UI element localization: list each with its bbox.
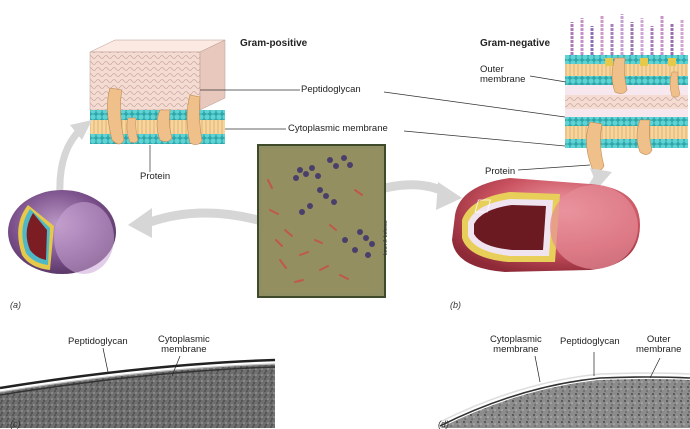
peptidoglycan-label: Peptidoglycan (301, 85, 361, 95)
outer-membrane-line2: membrane (480, 74, 525, 85)
tem-right-peptidoglycan-label: Peptidoglycan (560, 337, 620, 347)
protein-shape (157, 110, 172, 142)
gram-negative-wall-block (565, 14, 688, 171)
tem-left-cyto-label: Cytoplasmic membrane (158, 335, 210, 356)
protein-label-right: Protein (485, 167, 515, 177)
tem-right-cyto-label: Cytoplasmic membrane (490, 335, 542, 356)
photo-credit: Leon J. Lebeau (383, 221, 389, 255)
tem-right-outer-line2: membrane (636, 344, 681, 355)
lipopolysaccharide-chains (572, 14, 682, 55)
gram-positive-wall-block (90, 40, 225, 145)
cytoplasmic-membrane-label: Cytoplasmic membrane (288, 124, 388, 134)
gram-negative-title: Gram-negative (480, 38, 550, 49)
tem-right-cyto-line2: membrane (493, 344, 538, 355)
tem-right-outer-label: Outer membrane (636, 335, 681, 356)
tem-left-cyto-line2: membrane (161, 344, 206, 355)
stained-micrograph (258, 145, 385, 297)
arrow-up-left (60, 128, 82, 195)
gram-positive-cell (1, 190, 116, 274)
arrow-left (150, 213, 258, 222)
outer-membrane-line1: Outer (480, 64, 504, 75)
arrow-right (385, 185, 445, 192)
panel-b-tag: (b) (450, 300, 461, 310)
tem-right-cyto-line1: Cytoplasmic (490, 334, 542, 345)
tem-micrograph-right (440, 352, 690, 428)
protein-shape (612, 58, 627, 94)
outer-membrane-label: Outer membrane (480, 65, 525, 86)
tem-left-cyto-line1: Cytoplasmic (158, 334, 210, 345)
tem-micrograph-left (0, 348, 275, 428)
tem-left-peptidoglycan-label: Peptidoglycan (68, 337, 128, 347)
gram-positive-title: Gram-positive (240, 38, 307, 49)
arrowhead (128, 208, 152, 238)
protein-shape (637, 120, 652, 155)
protein-shape (187, 95, 202, 145)
tem-right-outer-line1: Outer (647, 334, 671, 345)
gram-negative-cell (452, 178, 640, 272)
panel-a-tag: (a) (10, 300, 21, 310)
protein-label-left: Protein (140, 172, 170, 182)
